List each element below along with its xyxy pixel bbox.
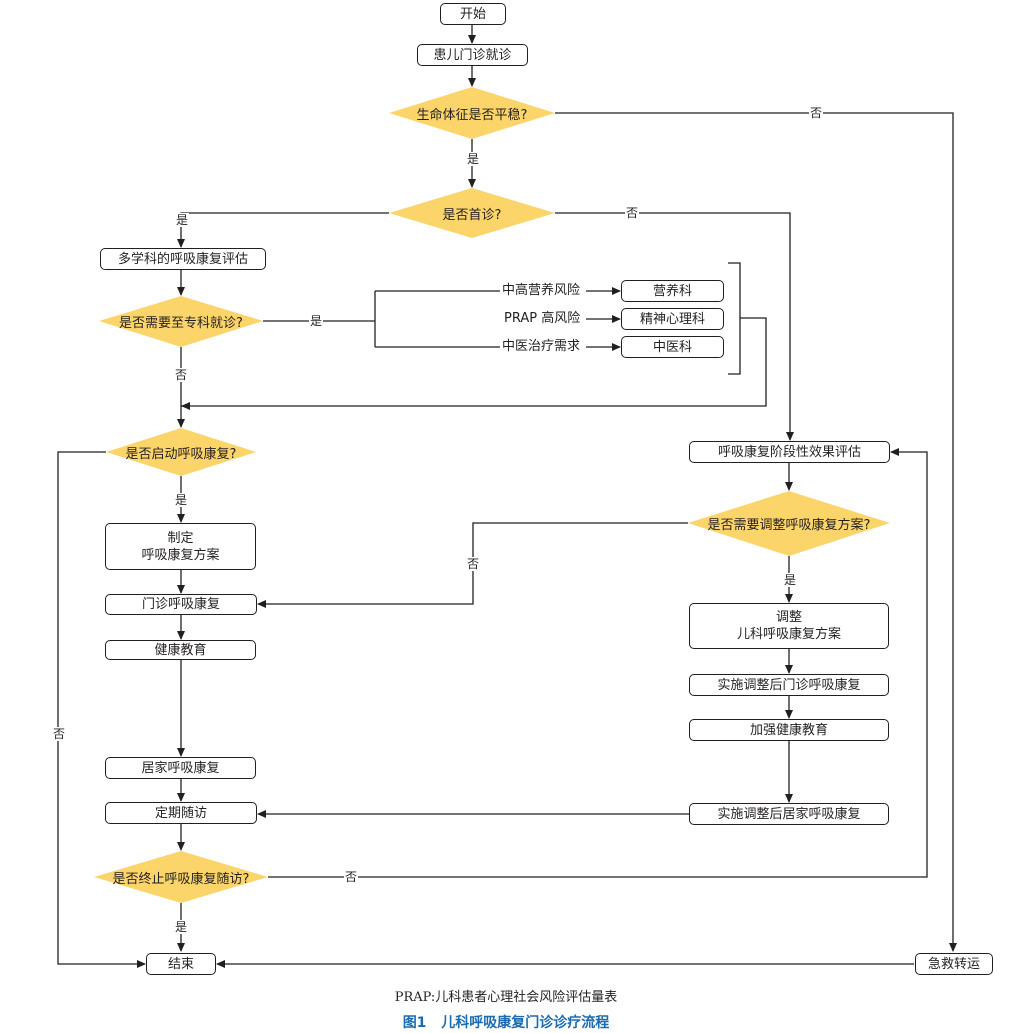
adjust-plan-line1: 调整 (775, 610, 802, 625)
terminate-question: 是否终止呼吸康复随访? (112, 871, 250, 887)
adjust-plan-box: 调整 儿科呼吸康复方案 (689, 603, 889, 649)
diamond-vitals (389, 87, 555, 139)
emergency-transfer-box: 急救转运 (915, 953, 993, 975)
impl-outpatient-box: 实施调整后门诊呼吸康复 (689, 674, 889, 696)
adjust-plan-line2: 儿科呼吸康复方案 (736, 627, 841, 642)
make-plan-line1: 制定 (167, 530, 194, 546)
adjust-question: 是否需要调整呼吸康复方案? (707, 517, 871, 533)
first-yes-label: 是 (175, 213, 190, 227)
nutrition-dept-box: 营养科 (621, 280, 724, 302)
followup-box: 定期随访 (105, 802, 257, 824)
specialist-question: 是否需要至专科就诊? (119, 315, 243, 331)
psychiatry-dept-box: 精神心理科 (621, 308, 724, 330)
figure-caption: 图1 儿科呼吸康复门诊诊疗流程 (402, 1015, 610, 1031)
diamond-terminate (94, 851, 268, 903)
diamond-start-rehab (106, 428, 256, 476)
patient-visit-box: 患儿门诊就诊 (417, 44, 528, 66)
adjust-no-label: 否 (466, 557, 481, 571)
start-node: 开始 (440, 3, 506, 25)
specialist-no-label: 否 (174, 368, 189, 382)
first-no-label: 否 (625, 206, 640, 220)
vitals-yes-label: 是 (466, 152, 481, 166)
specialist-yes-label: 是 (309, 314, 324, 328)
terminate-no-label: 否 (344, 870, 359, 884)
terminate-yes-label: 是 (174, 920, 189, 934)
prap-risk-label: PRAP 高风险 (502, 311, 583, 327)
start-rehab-no-label: 否 (52, 727, 67, 741)
make-plan-box: 制定 呼吸康复方案 (105, 523, 256, 570)
start-rehab-yes-label: 是 (174, 493, 189, 507)
adjust-yes-label: 是 (783, 573, 798, 587)
diamond-specialist (99, 296, 263, 347)
tcm-dept-box: 中医科 (621, 336, 724, 358)
health-education-box: 健康教育 (105, 640, 256, 660)
impl-home-box: 实施调整后居家呼吸康复 (689, 803, 889, 825)
first-visit-question: 是否首诊? (442, 207, 502, 223)
make-plan-line2: 呼吸康复方案 (141, 547, 220, 563)
nutrition-risk-label: 中高营养风险 (500, 283, 583, 299)
tcm-need-label: 中医治疗需求 (500, 339, 583, 355)
vitals-no-label: 否 (809, 106, 824, 120)
end-node: 结束 (146, 953, 216, 975)
stage-eval-box: 呼吸康复阶段性效果评估 (689, 441, 890, 463)
outpatient-rehab-box: 门诊呼吸康复 (105, 594, 257, 615)
strengthen-edu-box: 加强健康教育 (689, 719, 889, 741)
footnote: PRAP:儿科患者心理社会风险评估量表 (394, 990, 618, 1005)
start-rehab-question: 是否启动呼吸康复? (125, 446, 237, 462)
diamond-adjust (688, 491, 890, 556)
home-rehab-box: 居家呼吸康复 (105, 757, 256, 779)
vitals-question: 生命体征是否平稳? (416, 107, 528, 123)
diamond-first (389, 188, 555, 238)
mdt-rehab-eval-box: 多学科的呼吸康复评估 (100, 248, 266, 270)
